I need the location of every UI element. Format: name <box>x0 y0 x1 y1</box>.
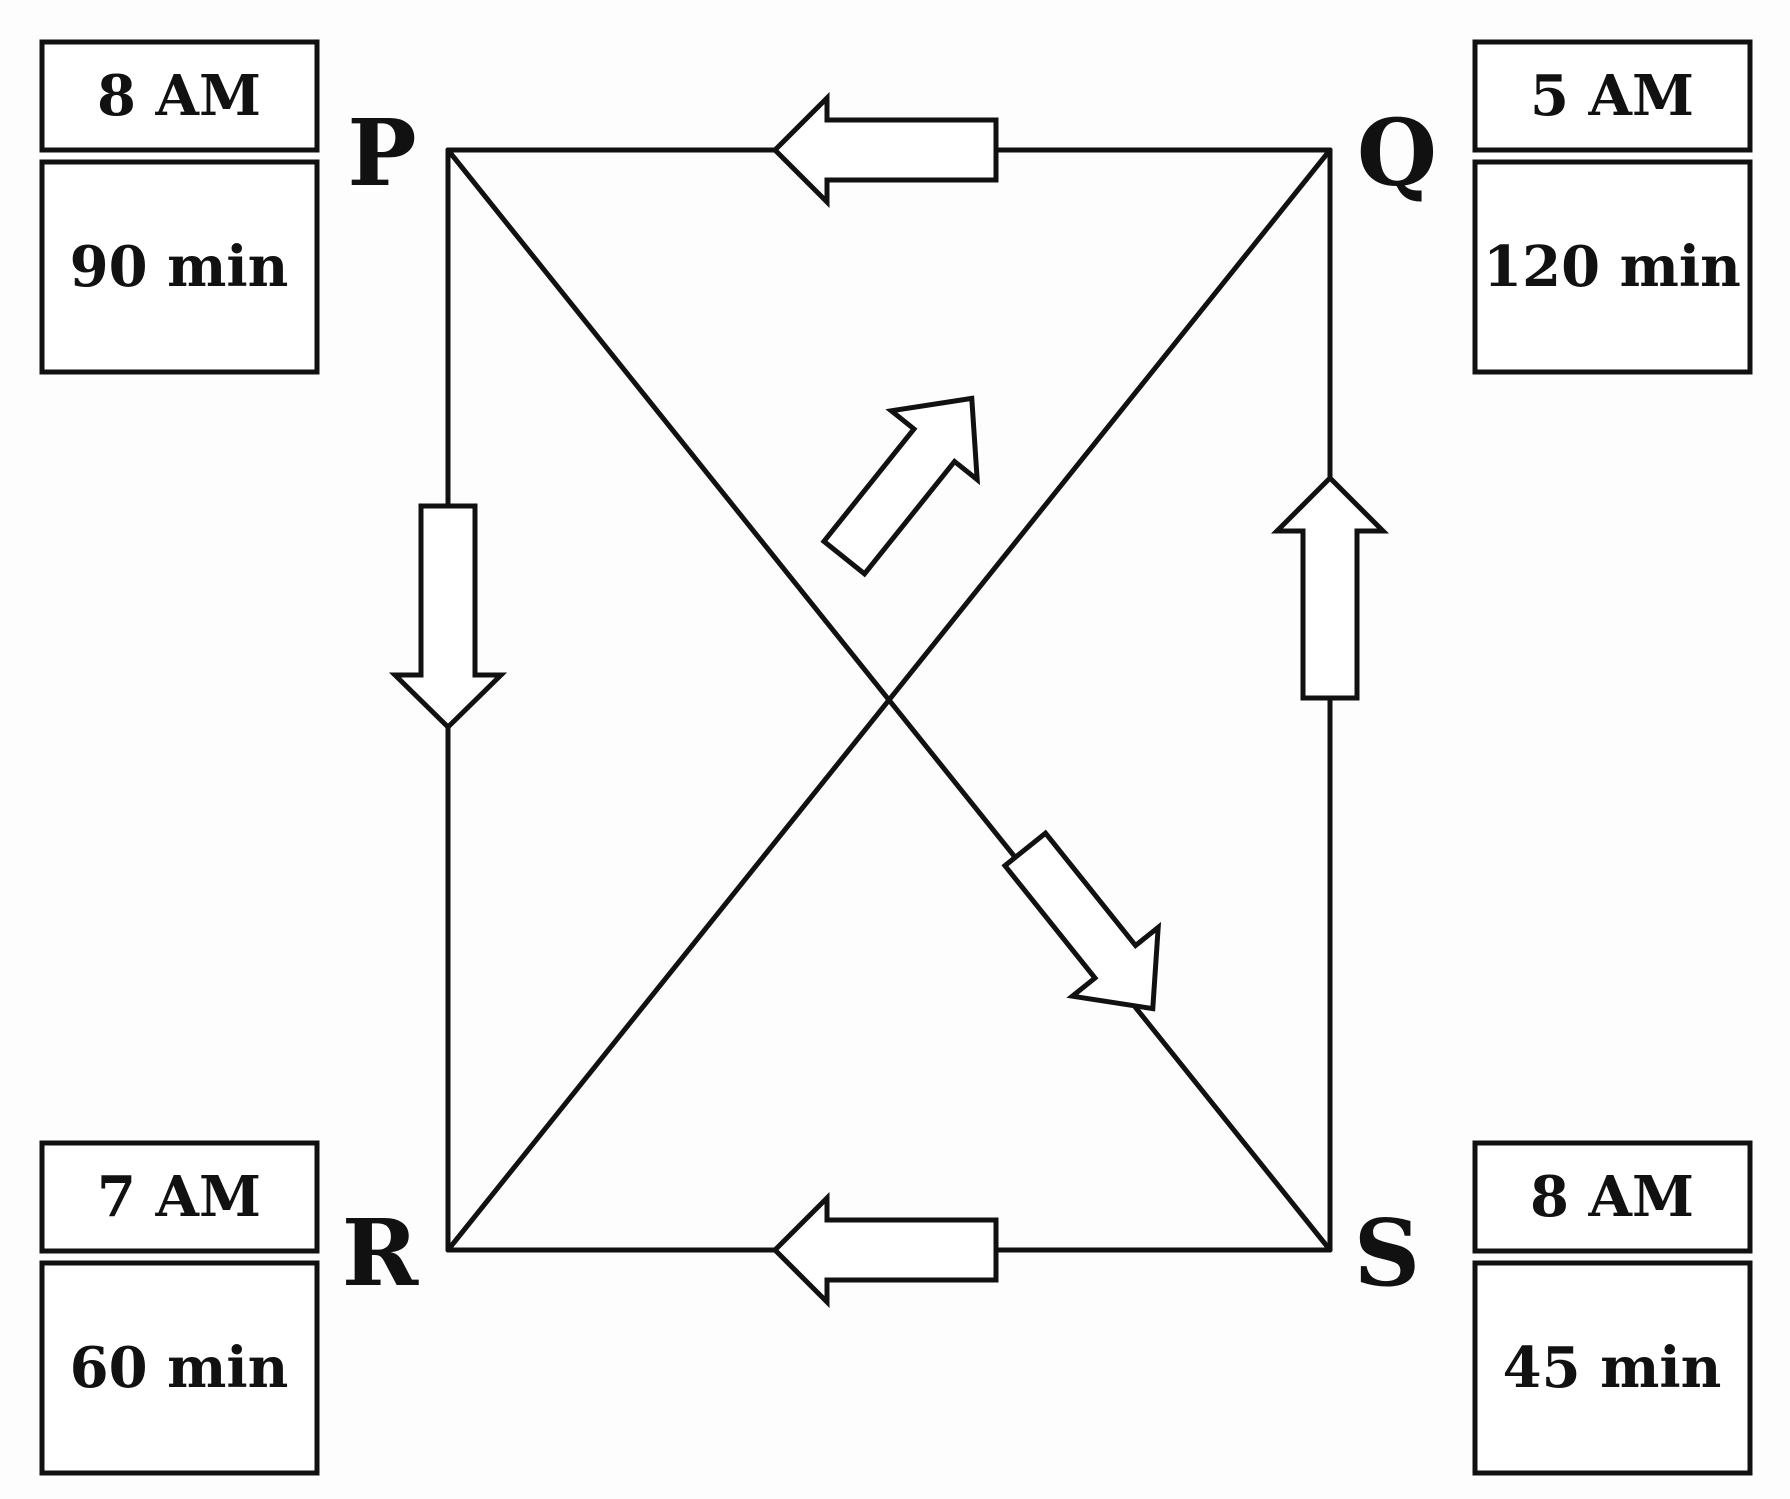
time-box-q <box>1472 39 1753 153</box>
time-text-p: 8 AM <box>97 63 261 129</box>
node-info-p: 8 AM 90 min <box>39 39 320 375</box>
time-text-s: 8 AM <box>1530 1164 1694 1230</box>
duration-text-s: 45 min <box>1503 1335 1722 1401</box>
arrow-down-left-icon <box>388 503 508 731</box>
time-text-r: 7 AM <box>97 1164 261 1230</box>
time-text-q: 5 AM <box>1530 63 1694 129</box>
node-label-s: S <box>1354 1199 1420 1307</box>
time-box-s <box>1472 1140 1753 1254</box>
duration-box-p <box>39 159 320 375</box>
time-box-p <box>39 39 320 153</box>
arrow-diagonal-rq-icon <box>820 395 981 578</box>
time-box-r <box>39 1140 320 1254</box>
duration-text-q: 120 min <box>1483 234 1741 300</box>
edge-r-q <box>445 147 1333 1253</box>
duration-text-p: 90 min <box>70 234 289 300</box>
node-label-r: R <box>342 1199 419 1307</box>
node-info-s: 8 AM 45 min <box>1472 1140 1753 1476</box>
arrow-diagonal-ps-icon <box>1001 829 1162 1012</box>
duration-box-s <box>1472 1260 1753 1476</box>
node-label-p: P <box>347 99 416 207</box>
node-info-r: 7 AM 60 min <box>39 1140 320 1476</box>
node-label-q: Q <box>1357 99 1437 207</box>
arrow-left-top-icon <box>771 91 999 209</box>
node-info-q: 5 AM 120 min <box>1472 39 1753 375</box>
duration-box-r <box>39 1260 320 1476</box>
arrow-up-right-icon <box>1270 474 1390 701</box>
arrow-left-bottom-icon <box>771 1191 999 1309</box>
duration-text-r: 60 min <box>70 1335 289 1401</box>
duration-box-q <box>1472 159 1753 375</box>
